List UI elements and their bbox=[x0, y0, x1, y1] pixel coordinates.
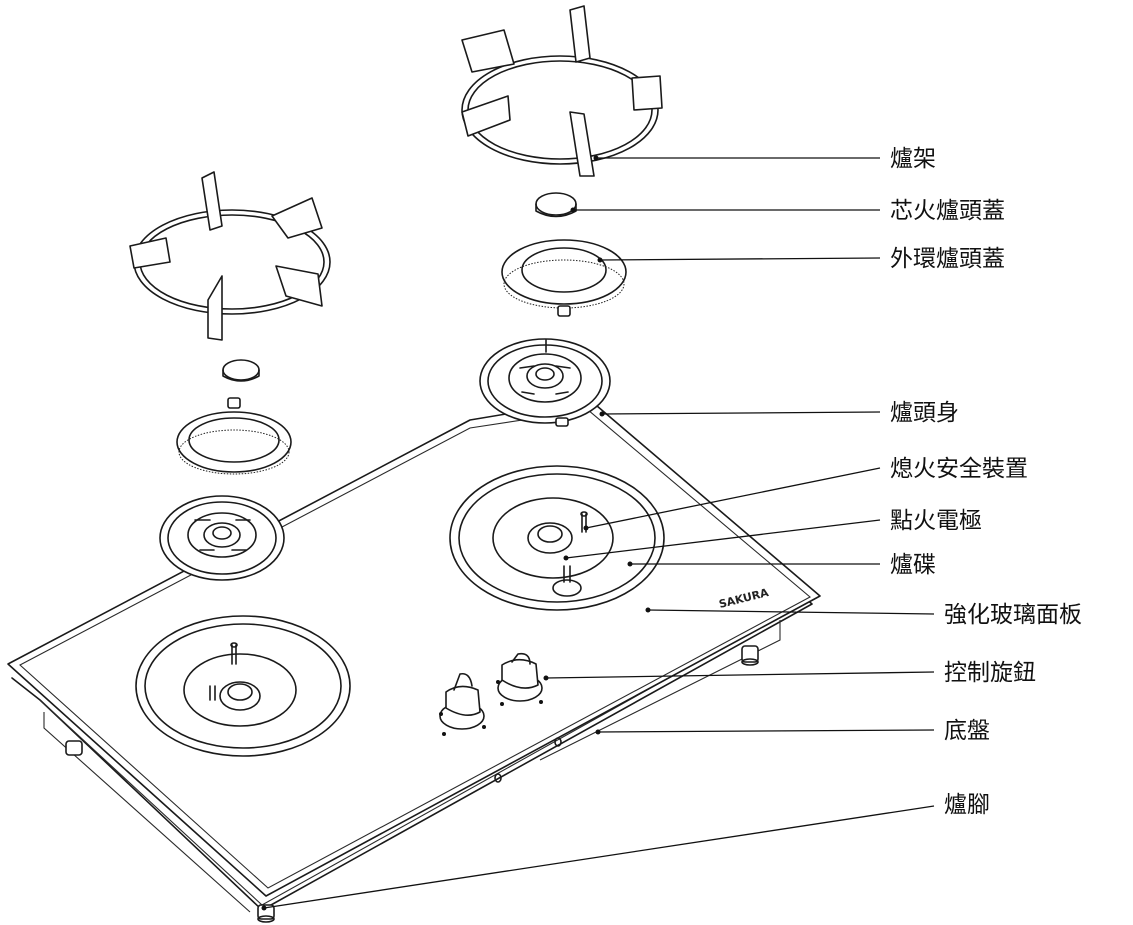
label-burner-body: 爐頭身 bbox=[890, 400, 959, 426]
outer-cap-right bbox=[501, 239, 627, 317]
label-inner-cap: 芯火爐頭蓋 bbox=[890, 198, 1005, 224]
grate-right bbox=[461, 5, 663, 177]
labels: 爐架 芯火爐頭蓋 外環爐頭蓋 爐頭身 熄火安全裝置 點火電極 爐碟 強化玻璃面板… bbox=[890, 146, 1082, 818]
burner-body-left bbox=[159, 495, 285, 581]
label-glass-panel: 強化玻璃面板 bbox=[944, 602, 1082, 628]
label-feet: 爐腳 bbox=[944, 792, 990, 818]
feet-group bbox=[65, 645, 759, 923]
label-grate: 爐架 bbox=[890, 146, 936, 172]
label-ignition-electrode: 點火電極 bbox=[890, 508, 982, 534]
label-control-knob: 控制旋鈕 bbox=[944, 660, 1036, 686]
label-outer-cap: 外環爐頭蓋 bbox=[890, 246, 1005, 272]
label-flame-safety: 熄火安全裝置 bbox=[890, 456, 1028, 482]
foot-right bbox=[741, 645, 759, 666]
leader-lines bbox=[261, 155, 935, 911]
outer-cap-left bbox=[176, 397, 292, 475]
control-knob-left bbox=[439, 672, 486, 736]
skirt-holes bbox=[494, 737, 562, 783]
inner-cap-left bbox=[222, 359, 260, 382]
burner-body-right bbox=[479, 338, 611, 427]
drip-tray-left bbox=[135, 615, 351, 757]
foot-front-left bbox=[65, 740, 83, 756]
drip-tray-right bbox=[449, 465, 665, 611]
label-base-tray: 底盤 bbox=[944, 718, 990, 744]
grate-left bbox=[129, 171, 331, 341]
inner-cap-right bbox=[535, 192, 577, 218]
glass-panel bbox=[7, 399, 821, 913]
control-knob-right bbox=[496, 652, 543, 706]
label-drip-tray: 爐碟 bbox=[890, 552, 936, 578]
